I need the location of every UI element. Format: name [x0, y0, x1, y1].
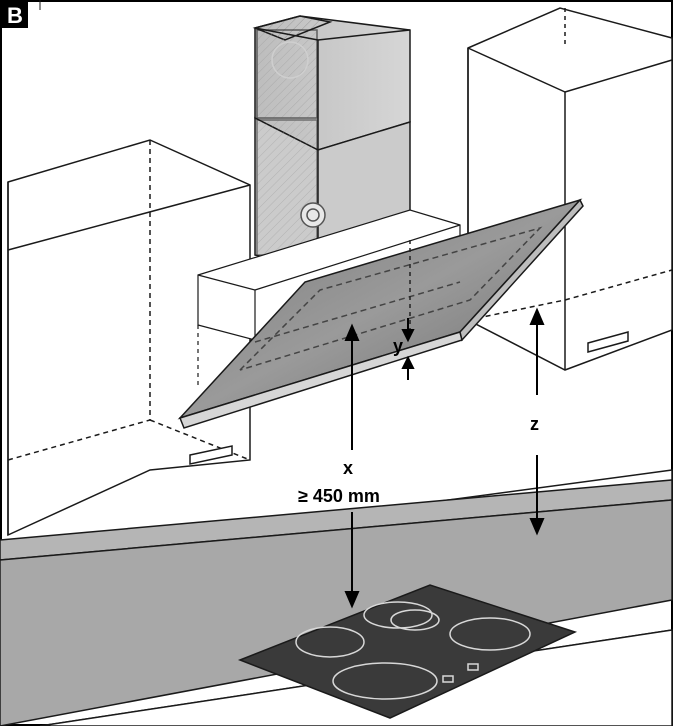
label-x-requirement: ≥ 450 mm [298, 486, 380, 506]
arrow-down-icon-y [401, 329, 415, 343]
label-y: y [393, 336, 403, 356]
hob-control-icon [467, 663, 479, 671]
hob-ring-left [295, 626, 365, 658]
dimension-z [529, 307, 545, 536]
arrow-up-icon-z [529, 307, 545, 325]
label-x: x [343, 458, 353, 478]
hob-control-icon-2 [442, 675, 454, 683]
arrow-down-icon-z [529, 518, 545, 536]
glass-canopy-panel [177, 198, 584, 429]
label-z: z [530, 414, 539, 434]
dimension-y [401, 318, 415, 380]
arrow-down-icon [344, 591, 360, 609]
panel-letter-badge: B [2, 2, 28, 28]
cooktop-hob [237, 584, 578, 719]
hob-ring-front [332, 662, 438, 700]
chimney-fixing-screw-icon [300, 202, 326, 228]
panel-badge-text: B [7, 3, 23, 28]
arrow-up-icon [344, 323, 360, 341]
hob-ring-back [363, 601, 433, 629]
arrow-up-icon-y [401, 355, 415, 369]
right-wall-cabinet [467, 7, 673, 371]
hob-ring-back-inner [390, 609, 440, 631]
chimney-upper-section [252, 15, 411, 151]
dimension-x [344, 323, 360, 609]
countertop [0, 469, 673, 726]
left-wall-cabinet [7, 139, 251, 537]
hob-ring-right [449, 617, 531, 651]
